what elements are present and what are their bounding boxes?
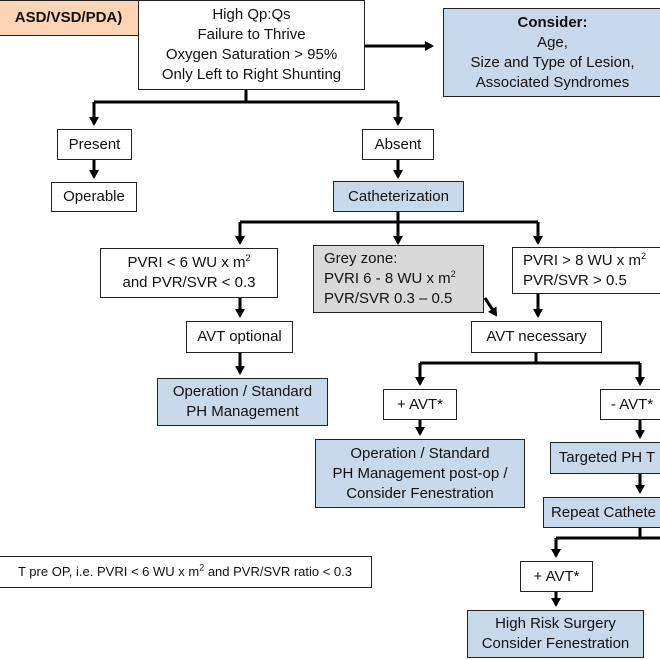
operation-postop-line: Consider Fenestration — [346, 484, 494, 502]
repeat-cath-box: Repeat Cathete — [543, 497, 660, 528]
targeted-ph-label: Targeted PH T — [558, 449, 656, 466]
lesion-type-text: ASD/VSD/PDA) — [14, 9, 123, 26]
consider-line: Size and Type of Lesion, — [470, 53, 635, 71]
high-pvri-box: PVRI > 8 WU x m2 PVR/SVR > 0.5 — [512, 247, 660, 294]
catheterization-box: Catheterization — [333, 181, 464, 212]
high-risk-box: High Risk Surgery Consider Fenestration — [467, 610, 644, 658]
grey-zone-title: Grey zone: — [324, 250, 398, 267]
footnote-box: T pre OP, i.e. PVRI < 6 WU x m2 and PVR/… — [0, 556, 372, 588]
low-pvri-box: PVRI < 6 WU x m2 and PVR/SVR < 0.3 — [100, 248, 278, 298]
operation-postop-line: Operation / Standard — [350, 444, 490, 462]
avt-optional-box: AVT optional — [186, 321, 293, 353]
criteria-line: Failure to Thrive — [197, 26, 306, 43]
plus-avt-label: + AVT* — [397, 395, 443, 413]
consider-line: Age, — [537, 33, 568, 51]
grey-zone-line1: PVRI 6 - 8 WU x m2 — [324, 269, 456, 288]
plus-avt-2-label: + AVT* — [533, 567, 580, 585]
operation-standard-line: Operation / Standard — [172, 383, 313, 400]
criteria-box: High Qp:Qs Failure to Thrive Oxygen Satu… — [138, 0, 365, 90]
present-label: Present — [68, 135, 121, 153]
absent-box: Absent — [362, 129, 434, 160]
grey-zone-line2: PVR/SVR 0.3 – 0.5 — [324, 290, 453, 307]
operable-label: Operable — [63, 188, 125, 205]
avt-optional-label: AVT optional — [197, 328, 282, 345]
repeat-cath-label: Repeat Cathete — [550, 503, 657, 521]
footnote-text: T pre OP, i.e. PVRI < 6 WU x m2 and PVR/… — [17, 562, 352, 579]
consider-box: Consider: Age, Size and Type of Lesion, … — [443, 8, 660, 97]
low-pvri-line2: and PVR/SVR < 0.3 — [122, 274, 256, 291]
high-risk-line: High Risk Surgery — [495, 615, 616, 632]
grey-zone-box: Grey zone: PVRI 6 - 8 WU x m2 PVR/SVR 0.… — [313, 245, 484, 313]
high-pvri-line2: PVR/SVR > 0.5 — [523, 271, 627, 289]
operation-postop-box: Operation / Standard PH Management post-… — [315, 439, 525, 508]
plus-avt-box: + AVT* — [383, 389, 457, 420]
catheterization-label: Catheterization — [348, 187, 449, 205]
consider-line: Associated Syndromes — [475, 73, 630, 91]
operation-postop-line: PH Management post-op / — [332, 464, 508, 482]
targeted-ph-box: Targeted PH T — [550, 442, 660, 474]
avt-necessary-label: AVT necessary — [486, 328, 587, 345]
plus-avt-2-box: + AVT* — [520, 561, 593, 592]
operation-standard-box: Operation / Standard PH Management — [157, 378, 328, 426]
criteria-line: Oxygen Saturation > 95% — [165, 46, 338, 63]
high-pvri-line1: PVRI > 8 WU x m2 — [523, 250, 646, 269]
criteria-line: Only Left to Right Shunting — [161, 66, 342, 83]
high-risk-line: Consider Fenestration — [481, 635, 630, 652]
lesion-type-label: ASD/VSD/PDA) — [0, 0, 139, 36]
criteria-line: High Qp:Qs — [212, 6, 291, 23]
operation-standard-line: PH Management — [186, 403, 299, 420]
absent-label: Absent — [374, 135, 422, 153]
operable-box: Operable — [51, 182, 137, 212]
low-pvri-line1: PVRI < 6 WU x m2 — [127, 253, 251, 272]
present-box: Present — [57, 129, 132, 160]
minus-avt-box: - AVT* — [600, 389, 660, 420]
minus-avt-label: - AVT* — [610, 395, 654, 413]
consider-title: Consider: — [517, 13, 588, 31]
avt-necessary-box: AVT necessary — [471, 321, 602, 353]
